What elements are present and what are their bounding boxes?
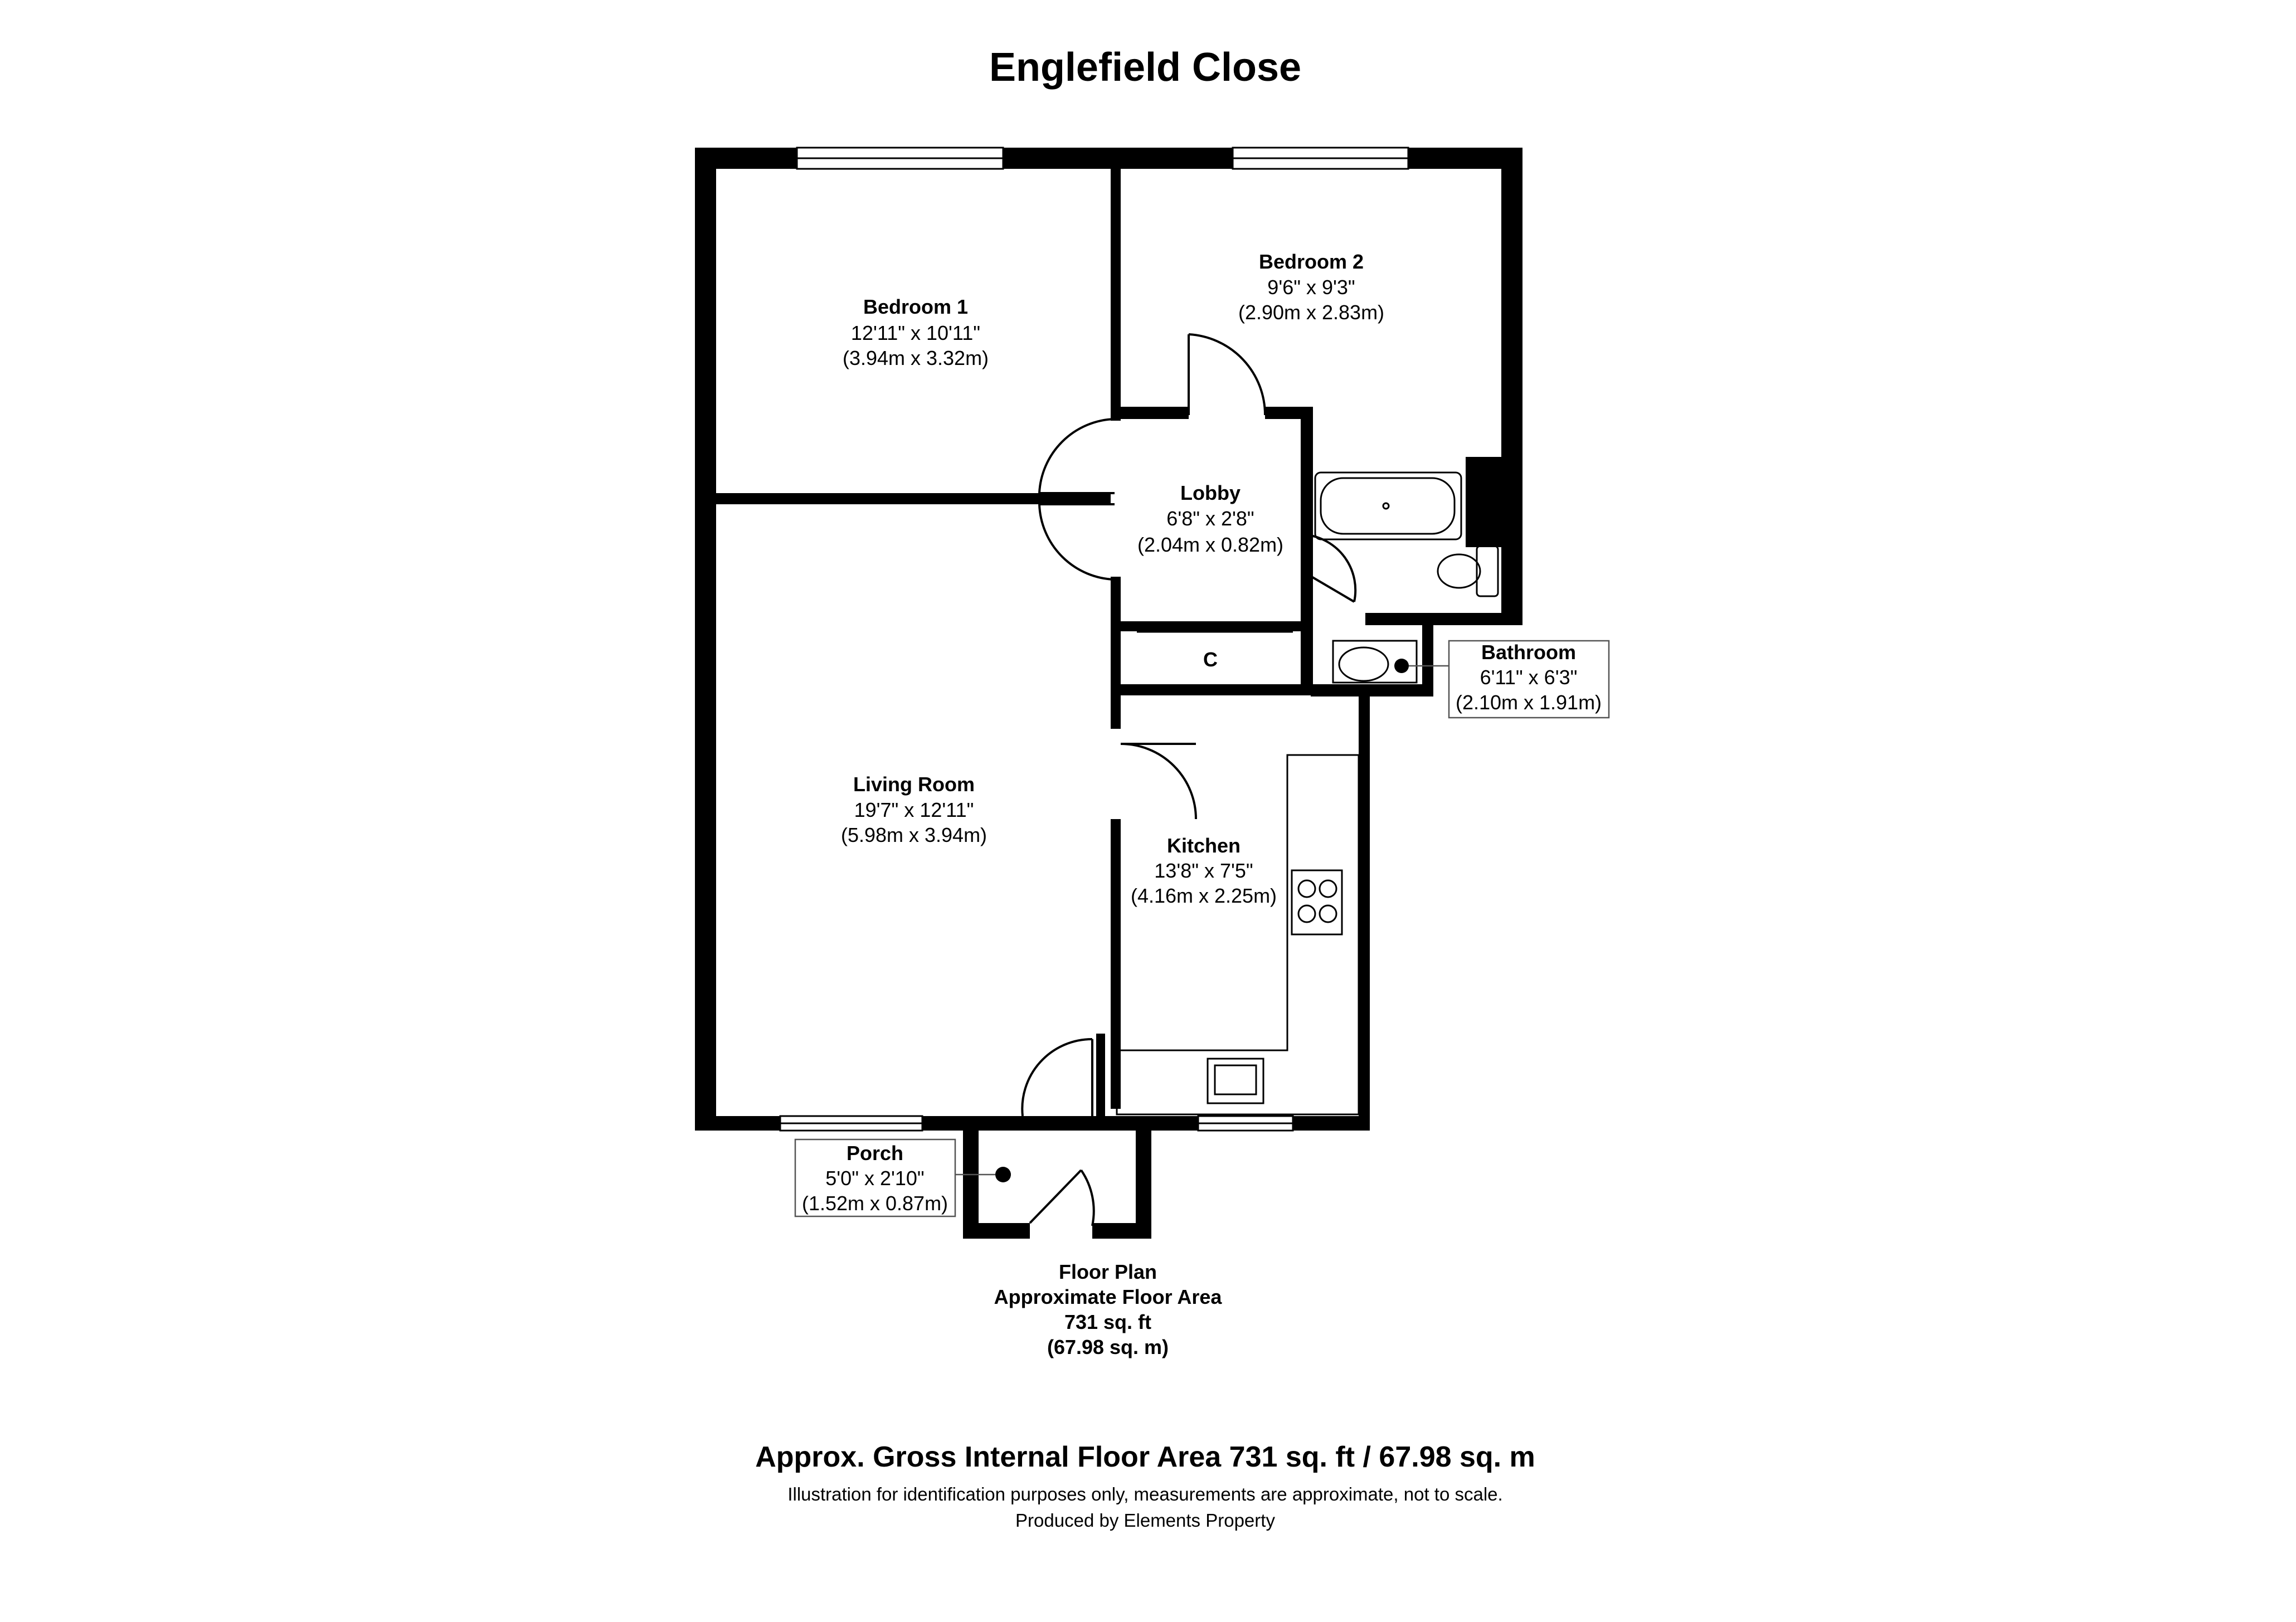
room-living: Living Room 19'7" x 12'11" (5.98m x 3.94… [841,773,987,846]
producer-text: Produced by Elements Property [1015,1510,1275,1531]
footer: Approx. Gross Internal Floor Area 731 sq… [755,1441,1535,1531]
bedroom2-metric: (2.90m x 2.83m) [1238,301,1384,324]
porch-metric: (1.52m x 0.87m) [802,1192,948,1215]
kitchen-name: Kitchen [1167,834,1241,857]
room-cupboard: C [1203,648,1218,671]
living-name: Living Room [853,773,975,796]
lobby-metric: (2.04m x 0.82m) [1137,533,1283,556]
plan-title: Englefield Close [989,45,1301,90]
cupboard-name: C [1203,648,1218,671]
doors [1021,333,1357,1226]
fixtures [995,471,1499,1182]
room-bathroom-callout: Bathroom 6'11" x 6'3" (2.10m x 1.91m) [1409,640,1610,719]
porch-name: Porch [847,1142,903,1165]
lobby-imperial: 6'8" x 2'8" [1166,507,1254,530]
kitchen-imperial: 13'8" x 7'5" [1154,859,1253,882]
bedroom1-imperial: 12'11" x 10'11" [851,322,980,344]
living-metric: (5.98m x 3.94m) [841,824,987,846]
bathroom-name: Bathroom [1481,641,1576,664]
floor-summary-line1: Floor Plan [1059,1260,1157,1283]
floor-summary-line4: (67.98 sq. m) [1047,1336,1169,1358]
porch-imperial: 5'0" x 2'10" [825,1167,924,1190]
bathroom-imperial: 6'11" x 6'3" [1480,666,1578,689]
room-lobby: Lobby 6'8" x 2'8" (2.04m x 0.82m) [1137,481,1283,556]
windows [779,147,1409,1132]
bedroom2-name: Bedroom 2 [1259,250,1364,273]
room-kitchen: Kitchen 13'8" x 7'5" (4.16m x 2.25m) [1131,834,1277,907]
kitchen-metric: (4.16m x 2.25m) [1131,884,1277,907]
living-imperial: 19'7" x 12'11" [854,798,974,821]
bedroom1-metric: (3.94m x 3.32m) [843,347,989,369]
room-bedroom1: Bedroom 1 12'11" x 10'11" (3.94m x 3.32m… [843,295,989,369]
bedroom2-imperial: 9'6" x 9'3" [1267,276,1355,299]
lobby-name: Lobby [1180,481,1241,504]
bedroom1-name: Bedroom 1 [863,295,968,318]
floor-summary-line2: Approximate Floor Area [994,1285,1223,1308]
room-bedroom2: Bedroom 2 9'6" x 9'3" (2.90m x 2.83m) [1238,250,1384,324]
bathroom-metric: (2.10m x 1.91m) [1456,691,1602,714]
room-porch-callout: Porch 5'0" x 2'10" (1.52m x 0.87m) [794,1138,995,1217]
gross-area-text: Approx. Gross Internal Floor Area 731 sq… [755,1441,1535,1473]
floor-area-summary: Floor Plan Approximate Floor Area 731 sq… [994,1260,1223,1358]
disclaimer-text: Illustration for identification purposes… [787,1484,1502,1504]
walls [695,148,1522,1239]
floor-summary-line3: 731 sq. ft [1064,1311,1151,1333]
